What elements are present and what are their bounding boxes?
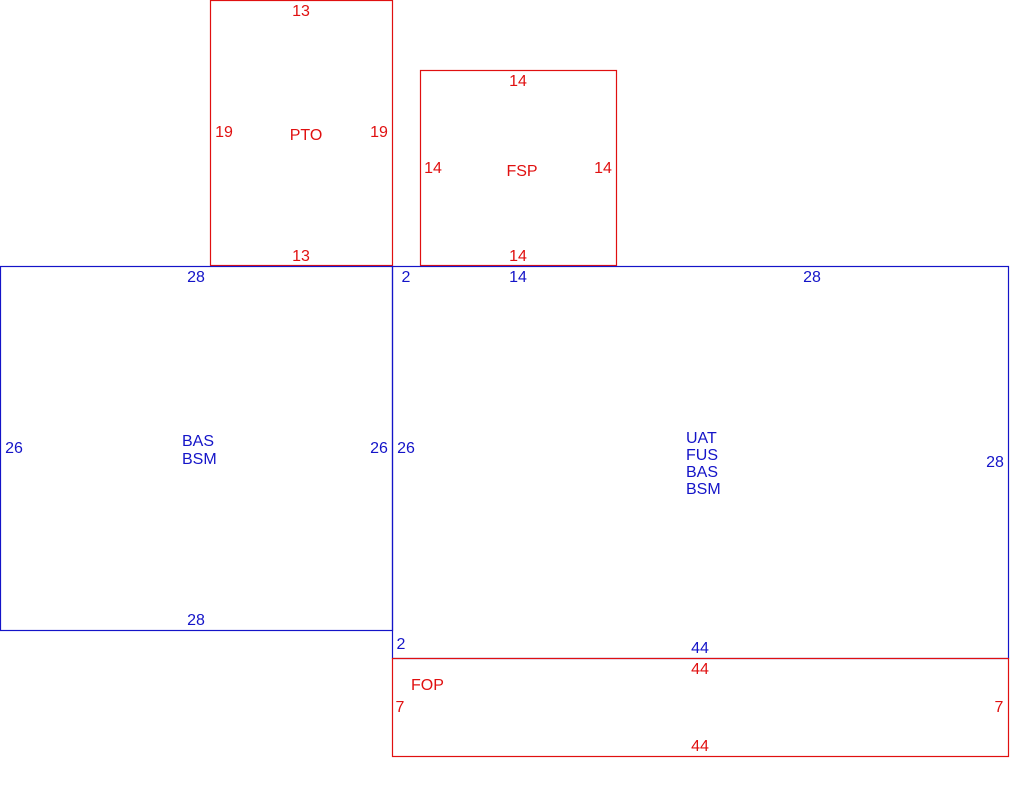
dim-main-right: 28: [986, 454, 1004, 471]
dim-main-bottom-b: 44: [691, 640, 709, 657]
dim-pto-top: 13: [292, 3, 310, 20]
dim-left-bas-top: 28: [187, 269, 205, 286]
dim-fop-right: 7: [995, 699, 1004, 716]
dim-fsp-top: 14: [509, 73, 527, 90]
code-fop: FOP: [411, 677, 444, 694]
dim-left-bas-left: 26: [5, 440, 23, 457]
code-pto: PTO: [290, 127, 323, 144]
code-main-3: BAS: [686, 464, 718, 481]
dim-main-bottom-a: 2: [397, 636, 406, 653]
dim-pto-bottom: 13: [292, 248, 310, 265]
dim-left-bas-right: 26: [370, 440, 388, 457]
dim-pto-left: 19: [215, 124, 233, 141]
dim-main-top-a: 2: [402, 269, 411, 286]
dim-main-top-c: 28: [803, 269, 821, 286]
code-fsp: FSP: [506, 163, 537, 180]
area-main: 2 14 28 26 28 2 44 UAT FUS BAS BSM: [391, 265, 1010, 660]
code-main-1: UAT: [686, 430, 717, 447]
code-main-4: BSM: [686, 481, 721, 498]
dim-fop-bottom: 44: [691, 738, 709, 755]
dim-fop-top: 44: [691, 661, 709, 678]
area-fsp: 14 14 14 14 FSP: [419, 69, 618, 267]
dim-main-top-b: 14: [509, 269, 527, 286]
dim-pto-right: 19: [370, 124, 388, 141]
dim-left-bas-bottom: 28: [187, 612, 205, 629]
dim-fsp-right: 14: [594, 160, 612, 177]
area-fsp-outline: [419, 69, 618, 267]
code-left-bas-1: BAS: [182, 433, 214, 450]
dim-fsp-left: 14: [424, 160, 442, 177]
area-fop-outline: [391, 657, 1010, 758]
code-main-2: FUS: [686, 447, 718, 464]
area-left-bas: 28 26 26 28 BAS BSM: [0, 265, 394, 632]
dim-fop-left: 7: [396, 699, 405, 716]
code-left-bas-2: BSM: [182, 451, 217, 468]
area-pto-outline: [209, 0, 394, 267]
area-pto: 13 19 19 13 PTO: [209, 0, 394, 267]
area-fop: 44 7 7 44 FOP: [391, 657, 1010, 758]
dim-fsp-bottom: 14: [509, 248, 527, 265]
dim-main-left: 26: [397, 440, 415, 457]
